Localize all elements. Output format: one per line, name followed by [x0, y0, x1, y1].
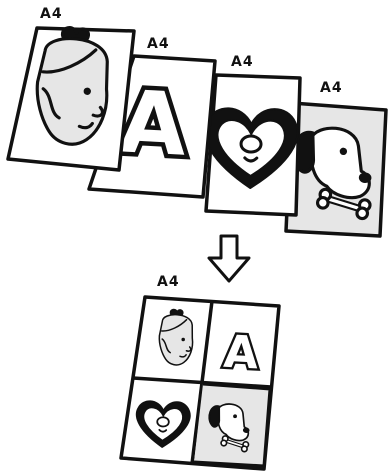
sheet-dog: [286, 103, 386, 236]
sheet-face-label: A4: [40, 7, 63, 21]
result-sheet-label: A4: [157, 275, 180, 289]
sheet-face: [8, 25, 134, 170]
sheet-heart-label: A4: [231, 55, 254, 69]
result-sheet: [121, 297, 279, 469]
sheet-heart: [204, 75, 300, 215]
sheet-letter-label: A4: [147, 37, 170, 51]
sheet-dog-label: A4: [320, 81, 343, 95]
result-cell-letter-a: [222, 325, 260, 380]
arrow-down-icon: [209, 236, 249, 281]
